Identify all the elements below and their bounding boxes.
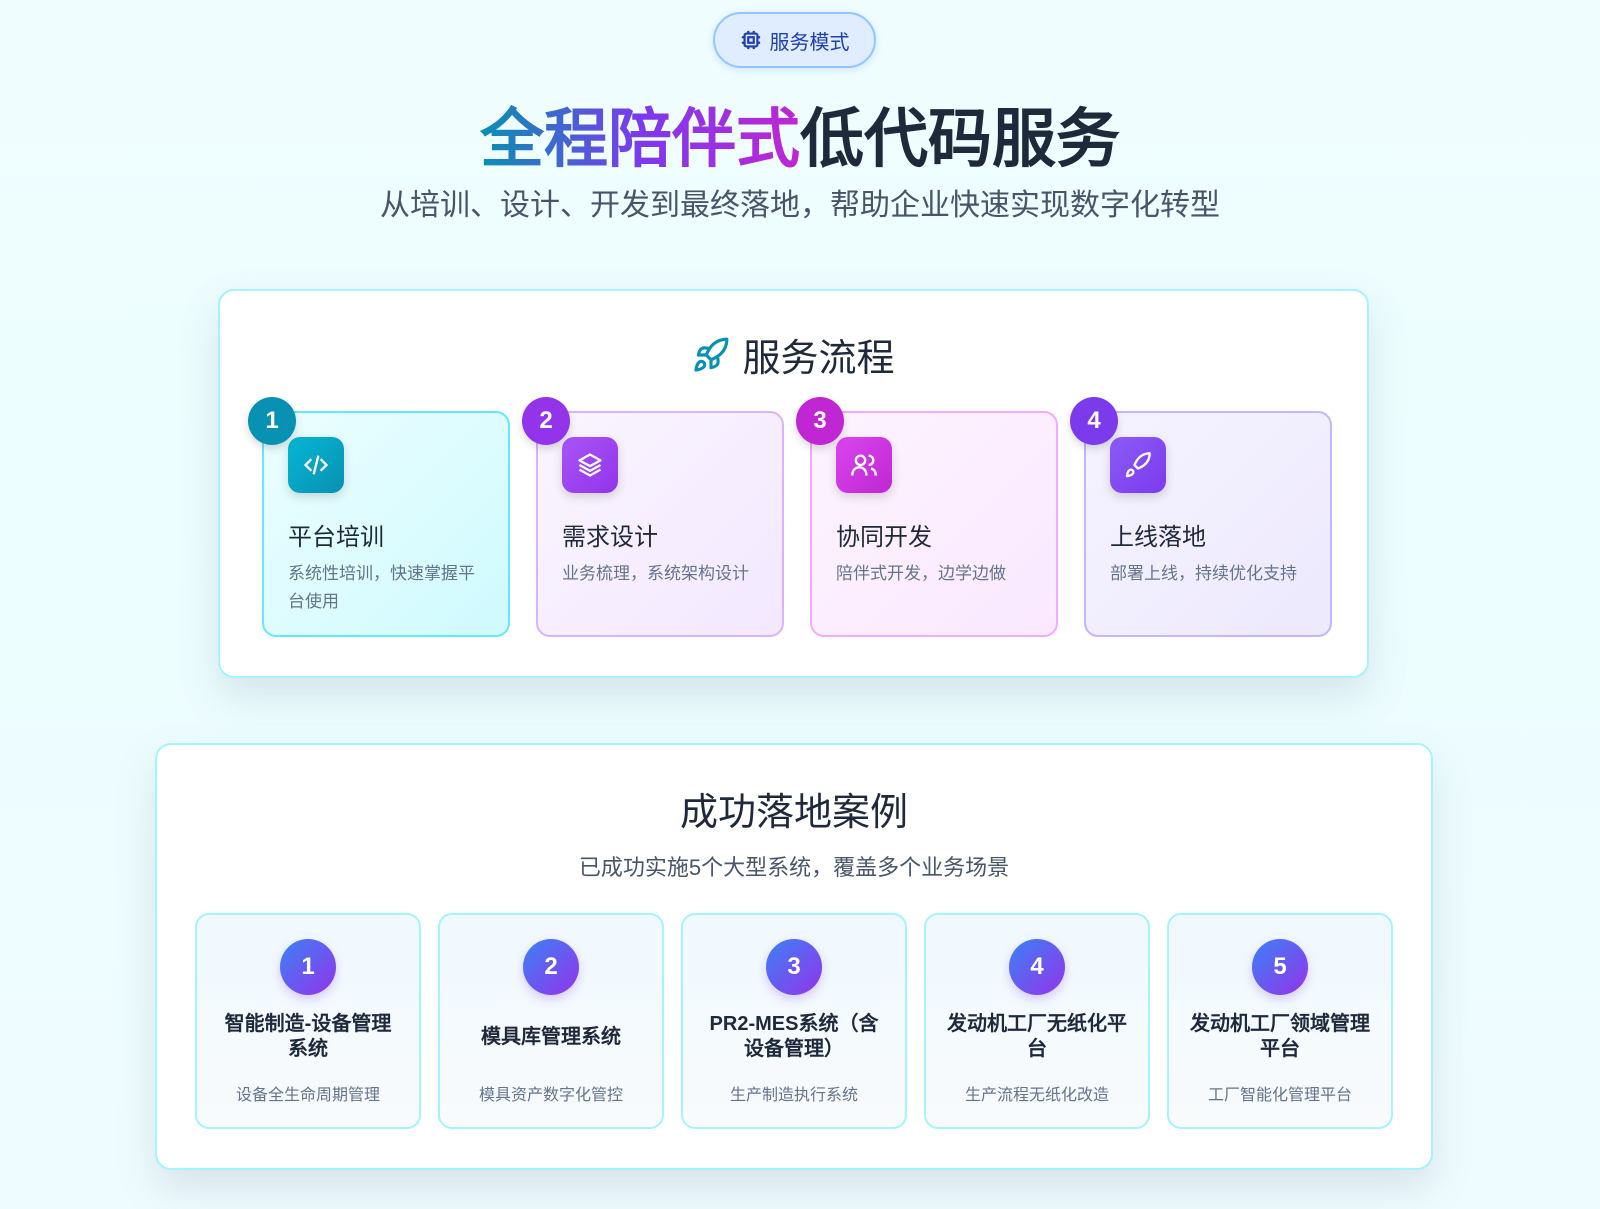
case-number: 1	[280, 939, 336, 995]
rocket-icon	[1110, 437, 1166, 493]
case-desc: 模具资产数字化管控	[478, 1087, 623, 1104]
step-desc: 业务梳理，系统架构设计	[562, 564, 749, 583]
cases-subtitle: 已成功实施5个大型系统，覆盖多个业务场景	[578, 855, 1010, 880]
case-name: PR2-MES系统（含设备管理）	[709, 1013, 879, 1060]
badge-label: 服务模式	[769, 31, 850, 54]
case-card[interactable]: 2 模具库管理系统模具资产数字化管控	[438, 913, 664, 1129]
page-title: 全程陪伴式低代码服务	[0, 88, 1600, 180]
case-desc: 生产流程无纸化改造	[964, 1087, 1109, 1104]
case-desc: 设备全生命周期管理	[235, 1087, 380, 1104]
rocket-icon	[694, 337, 729, 372]
case-desc: 工厂智能化管理平台	[1207, 1087, 1352, 1104]
case-card[interactable]: 1 智能制造-设备管理系统设备全生命周期管理	[195, 913, 421, 1129]
case-name: 发动机工厂领域管理平台	[1190, 1013, 1370, 1060]
cpu-icon	[741, 30, 760, 50]
step-card-launch[interactable]: 4 上线落地 部署上线，持续优化支持	[1070, 397, 1332, 637]
title-rest: 低代码服务	[800, 103, 1120, 175]
case-name: 智能制造-设备管理系统	[224, 1013, 392, 1060]
title-highlight: 全程陪伴式	[480, 103, 800, 175]
case-card[interactable]: 5 发动机工厂领域管理平台工厂智能化管理平台	[1167, 913, 1393, 1129]
page-subtitle: 从培训、设计、开发到最终落地，帮助企业快速实现数字化转型	[380, 189, 1220, 222]
case-number: 4	[1009, 939, 1065, 995]
step-name: 上线落地	[1110, 524, 1206, 551]
success-cases-panel: 成功落地案例 已成功实施5个大型系统，覆盖多个业务场景 1 智能制造-设备管理系统…	[155, 743, 1433, 1170]
step-number: 2	[522, 397, 570, 445]
code-icon	[288, 437, 344, 493]
case-number: 3	[766, 939, 822, 995]
step-card-training[interactable]: 1 平台培训 系统性培训，快速掌握平台使用	[248, 397, 510, 637]
step-number: 3	[796, 397, 844, 445]
case-number: 2	[523, 939, 579, 995]
step-card-development[interactable]: 3 协同开发 陪伴式开发，边学边做	[796, 397, 1058, 637]
step-name: 协同开发	[836, 524, 932, 551]
case-name: 发动机工厂无纸化平台	[947, 1013, 1127, 1060]
case-card[interactable]: 4 发动机工厂无纸化平台生产流程无纸化改造	[924, 913, 1150, 1129]
users-icon	[836, 437, 892, 493]
step-desc: 陪伴式开发，边学边做	[836, 564, 1006, 583]
step-desc: 系统性培训，快速掌握平台使用	[288, 564, 475, 611]
service-flow-panel: 服务流程 1 平台培训 系统性培训，快速掌握平台使用 2 需求设计 业务梳理，系…	[218, 289, 1369, 678]
layers-icon	[562, 437, 618, 493]
step-number: 4	[1070, 397, 1118, 445]
service-mode-badge[interactable]: 服务模式	[713, 12, 876, 68]
step-card-design[interactable]: 2 需求设计 业务梳理，系统架构设计	[522, 397, 784, 637]
flow-title-text: 服务流程	[742, 338, 895, 380]
case-name: 模具库管理系统	[481, 1025, 621, 1048]
step-name: 平台培训	[288, 524, 384, 551]
service-flow-title: 服务流程	[220, 327, 1367, 382]
step-desc: 部署上线，持续优化支持	[1110, 564, 1297, 583]
case-desc: 生产制造执行系统	[729, 1087, 858, 1104]
step-name: 需求设计	[562, 524, 658, 551]
case-number: 5	[1252, 939, 1308, 995]
step-number: 1	[248, 397, 296, 445]
cases-title: 成功落地案例	[679, 792, 908, 834]
